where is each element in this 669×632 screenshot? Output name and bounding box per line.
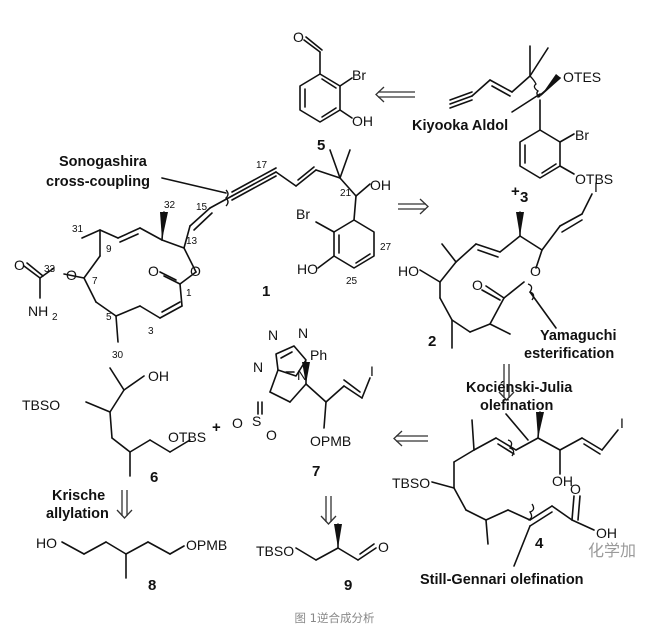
compound-1-structure: OH Br HO 17 15 21 27 25: [14, 149, 392, 361]
figure-caption: 图 1逆合成分析: [294, 611, 375, 625]
atom-Br: Br: [352, 67, 366, 83]
atom-NH: NH: [28, 303, 48, 319]
atom-OTBS: OTBS: [168, 429, 206, 445]
atom-O: O: [266, 427, 277, 443]
compound-label-1: 1: [262, 283, 270, 300]
reaction-label-yamaguchi-1: Yamaguchi: [540, 328, 617, 344]
atom-N: N: [297, 367, 307, 383]
atom-N: N: [298, 325, 308, 341]
atom-O: O: [472, 277, 483, 293]
compound-label-8: 8: [148, 577, 156, 594]
atom-number-5: 5: [106, 312, 112, 323]
retro-arrow-6-to-8: [116, 490, 133, 519]
atom-I: I: [620, 415, 624, 431]
atom-O: O: [148, 263, 159, 279]
atom-OTBS: OTBS: [575, 171, 613, 187]
reaction-label-still: Still-Gennari olefination: [420, 572, 584, 588]
atom-OPMB: OPMB: [186, 537, 227, 553]
reaction-label-kiyooka: Kiyooka Aldol: [412, 118, 508, 134]
sonogashira-pointer: [161, 177, 227, 194]
reaction-label-julia-2: olefination: [480, 398, 553, 414]
atom-number-27: 27: [380, 242, 392, 253]
atom-Ph: Ph: [310, 347, 327, 363]
retro-arrow-2-to-4: [498, 364, 515, 401]
plus-sign: +: [511, 183, 520, 200]
still-pointer: [513, 525, 531, 567]
reaction-label-yamaguchi-2: esterification: [524, 346, 614, 362]
atom-OH: OH: [148, 368, 169, 384]
atom-Br: Br: [575, 127, 589, 143]
compound-4-structure: TBSO OH I O OH: [392, 411, 624, 545]
atom-OH: OH: [596, 525, 617, 541]
atom-number-13: 13: [186, 236, 198, 247]
atom-TBSO: TBSO: [392, 475, 430, 491]
atom-number-21: 21: [340, 188, 352, 199]
compound-3-structure: OTES Br OTBS: [449, 45, 613, 187]
atom-Br: Br: [296, 206, 310, 222]
atom-O: O: [190, 263, 201, 279]
atom-number-7: 7: [92, 276, 98, 287]
atom-O: O: [293, 29, 304, 45]
atom-number-17: 17: [256, 160, 268, 171]
atom-HO: HO: [36, 535, 57, 551]
atom-OH: OH: [352, 113, 373, 129]
atom-S: S: [252, 413, 261, 429]
atom-N: N: [253, 359, 263, 375]
watermark: 化学加: [588, 541, 636, 560]
retrosynthesis-scheme: O Br OH 5 OTES Br OTBS Kiyooka Aldol 3: [14, 29, 636, 594]
compound-label-5: 5: [317, 137, 325, 154]
atom-I: I: [594, 179, 598, 195]
atom-OH: OH: [370, 177, 391, 193]
yamaguchi-pointer: [529, 291, 557, 329]
atom-O: O: [232, 415, 243, 431]
plus-sign: +: [212, 419, 221, 436]
atom-number-33: 33: [44, 264, 56, 275]
retro-arrow-7-to-9: [320, 496, 337, 525]
atom-OH: OH: [552, 473, 573, 489]
atom-number-1: 1: [186, 288, 192, 299]
atom-TBSO: TBSO: [256, 543, 294, 559]
atom-O: O: [14, 257, 25, 273]
atom-number-15: 15: [196, 202, 208, 213]
retro-arrow-4-to-7: [393, 430, 428, 447]
compound-label-2: 2: [428, 333, 436, 350]
compound-9-structure: TBSO O: [256, 523, 389, 561]
reaction-label-krische-2: allylation: [46, 506, 109, 522]
atom-number-30: 30: [112, 350, 124, 361]
atom-number-25: 25: [346, 276, 358, 287]
atom-number-32: 32: [164, 200, 176, 211]
compound-8-structure: HO OPMB: [36, 535, 227, 579]
atom-O: O: [378, 539, 389, 555]
atom-HO: HO: [297, 261, 318, 277]
compound-label-9: 9: [344, 577, 352, 594]
atom-O: O: [570, 481, 581, 497]
compound-2-structure: HO O O I: [398, 179, 598, 349]
atom-TBSO: TBSO: [22, 397, 60, 413]
atom-subscript-2: 2: [52, 312, 58, 323]
compound-7-structure: N N N N Ph S O O OPMB I: [232, 325, 374, 449]
atom-OTES: OTES: [563, 69, 601, 85]
atom-number-31: 31: [72, 224, 84, 235]
reaction-label-krische-1: Krische: [52, 488, 105, 504]
atom-number-3: 3: [148, 326, 154, 337]
compound-label-6: 6: [150, 469, 158, 486]
compound-6-structure: TBSO OH OTBS: [22, 367, 206, 477]
atom-I: I: [370, 363, 374, 379]
reaction-label-sonogashira-2: cross-coupling: [46, 174, 150, 190]
atom-N: N: [268, 327, 278, 343]
atom-O: O: [66, 267, 77, 283]
atom-HO: HO: [398, 263, 419, 279]
kiyooka-pointer: [511, 93, 541, 113]
atom-O: O: [530, 263, 541, 279]
reaction-label-sonogashira-1: Sonogashira: [59, 154, 148, 170]
retro-arrow-3-to-5: [375, 86, 415, 103]
retro-arrow-1: [398, 198, 429, 215]
atom-OPMB: OPMB: [310, 433, 351, 449]
compound-label-3: 3: [520, 189, 528, 206]
compound-label-4: 4: [535, 535, 544, 552]
reaction-label-julia-1: Kociénski-Julia: [466, 380, 573, 396]
atom-number-9: 9: [106, 244, 112, 255]
compound-5-structure: O Br OH: [293, 29, 373, 129]
compound-label-7: 7: [312, 463, 320, 480]
